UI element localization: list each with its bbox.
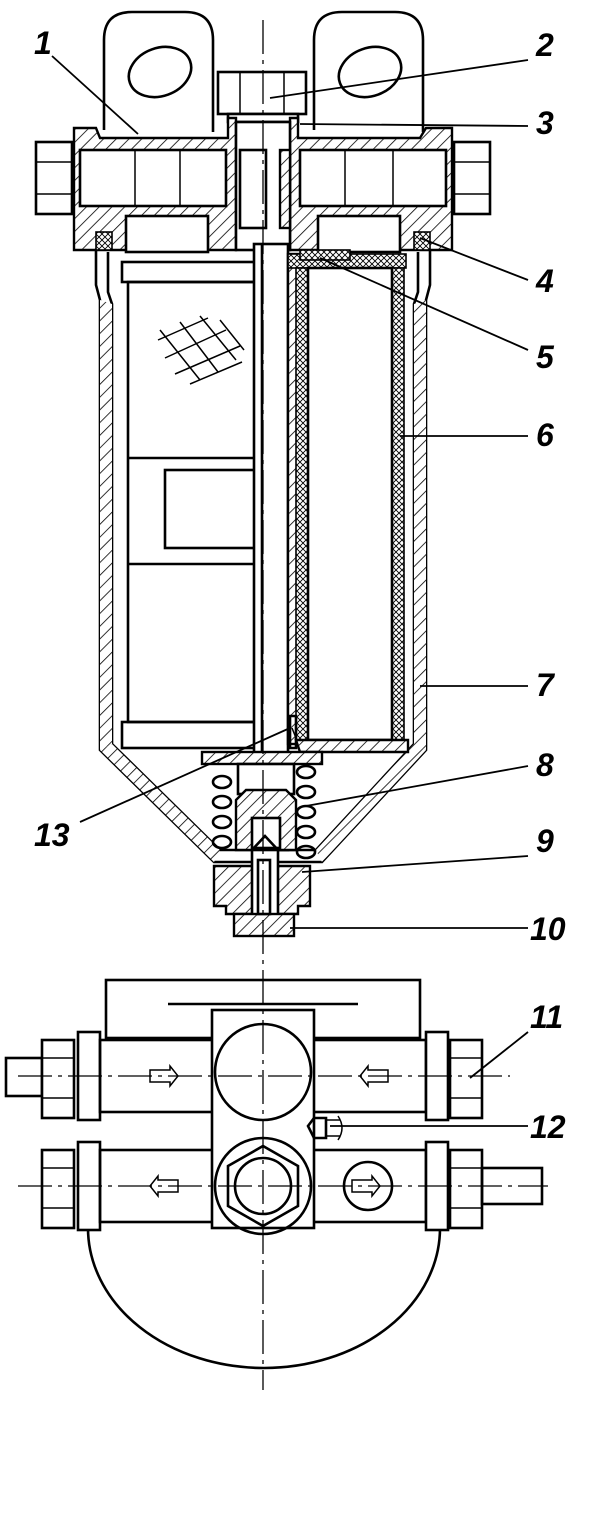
- callout-8: 8: [536, 747, 554, 783]
- filter-element: [287, 253, 410, 754]
- callout-6: 6: [536, 417, 554, 453]
- plug-bolt: [216, 70, 308, 124]
- mounting-lug-right: [312, 10, 425, 132]
- sectional-view: [34, 10, 492, 938]
- callout-13: 13: [34, 817, 70, 853]
- mesh-symbol: [157, 315, 245, 385]
- valve-pin: [288, 714, 298, 750]
- settling-element: [120, 260, 262, 750]
- air-bleed-screw: [306, 1115, 343, 1141]
- callout-4: 4: [535, 263, 554, 299]
- inlet-nut-left: [34, 140, 74, 216]
- element-seal: [299, 249, 351, 261]
- bowl-outline: [86, 1227, 442, 1370]
- gasket-left: [95, 231, 113, 251]
- callout-1: 1: [34, 25, 52, 61]
- callout-7: 7: [536, 667, 556, 703]
- inlet-line: [4, 1030, 484, 1122]
- callout-labels: 1 2 3 4 5 6 7 8 9 10 11 12 13: [34, 25, 566, 1145]
- outlet-nut-right: [452, 140, 492, 216]
- callout-10: 10: [530, 911, 566, 947]
- callout-leaders: [51, 55, 529, 1127]
- callout-2: 2: [535, 27, 554, 63]
- drain-plug: [232, 858, 296, 938]
- filter-head-body: [72, 116, 454, 254]
- callout-5: 5: [536, 339, 555, 375]
- callout-11: 11: [530, 999, 563, 1035]
- callout-9: 9: [536, 823, 554, 859]
- top-view: [4, 978, 548, 1370]
- callout-3: 3: [536, 105, 554, 141]
- callout-12: 12: [530, 1109, 566, 1145]
- mounting-lug-left: [102, 10, 215, 132]
